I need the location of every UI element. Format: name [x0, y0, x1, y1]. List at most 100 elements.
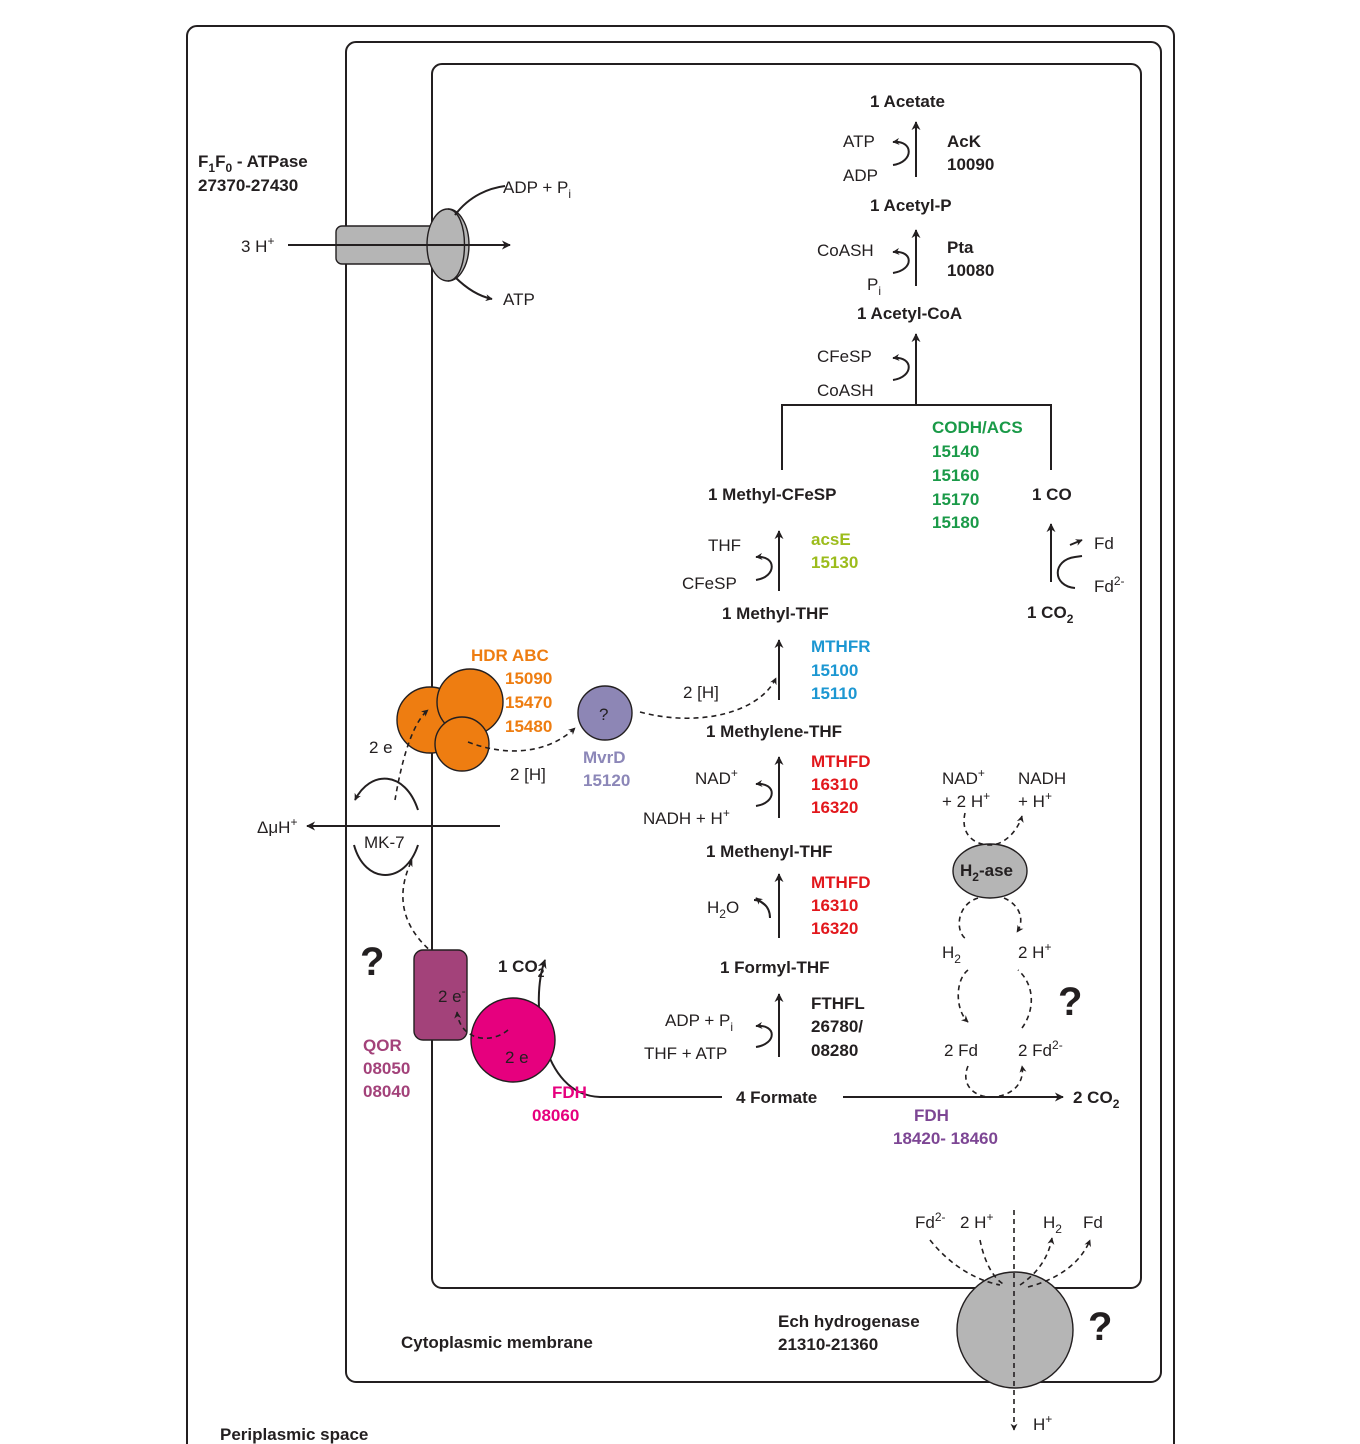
ech-fd2: Fd2- — [915, 1210, 946, 1232]
h2ase-nadh-h: + H+ — [1018, 789, 1052, 811]
mvrd-gene: 15120 — [583, 771, 630, 790]
hdr-gene-3: 15480 — [505, 717, 552, 736]
delta-mu-label: ΔμH+ — [257, 815, 297, 837]
periplasmic-space-label: Periplasmic space — [220, 1425, 368, 1444]
hdr-gene-1: 15090 — [505, 669, 552, 688]
pta-coash: CoASH — [817, 241, 874, 260]
mk7-label: MK-7 — [364, 833, 405, 852]
atpase-adp-label: ADP + Pi — [503, 178, 571, 201]
qor-two-e: 2 e- — [438, 984, 466, 1006]
branch-coash: CoASH — [817, 381, 874, 400]
fthfl-thf-atp: THF + ATP — [644, 1044, 727, 1063]
qor-question: ? — [360, 940, 384, 984]
fdh-mem-two-e: 2 e — [505, 1048, 529, 1067]
ack-atp: ATP — [843, 132, 875, 151]
hdr-two-h: 2 [H] — [510, 765, 546, 784]
fthfl-gene-1: 26780/ — [811, 1017, 863, 1036]
mk7-upper-cycle — [354, 777, 419, 811]
h2ase-2fd: 2 Fd — [944, 1041, 978, 1060]
acse-thf: THF — [708, 536, 741, 555]
mthfd1-gene-2: 16320 — [811, 798, 858, 817]
formyl-thf-label: 1 Formyl-THF — [720, 958, 830, 977]
fd-lower-cycle-left — [957, 969, 969, 1023]
ech-fd: Fd — [1083, 1213, 1103, 1232]
acetyl-coa-label: 1 Acetyl-CoA — [857, 304, 962, 323]
mk7-to-hdr-arrow — [394, 709, 429, 801]
fdh-mem-name: FDH — [552, 1083, 587, 1102]
mthfr-gene-2: 15110 — [811, 684, 857, 703]
acse-gene: 15130 — [811, 553, 858, 572]
qor-gene-2: 08040 — [363, 1082, 410, 1101]
h2ase-2hp: 2 H+ — [1018, 940, 1051, 962]
atpase-title: F1F0 - ATPase — [198, 152, 308, 175]
codh-gene-1: 15140 — [932, 442, 979, 461]
fthfl-name: FTHFL — [811, 994, 865, 1013]
ech-circle — [956, 1271, 1074, 1389]
ack-gene: 10090 — [947, 155, 994, 174]
mthfd2-gene-1: 16310 — [811, 896, 858, 915]
mvrd-circle — [577, 685, 633, 741]
h2ase-2h-cycle — [1003, 897, 1024, 933]
pta-name: Pta — [947, 238, 974, 257]
pta-pi: Pi — [867, 275, 881, 298]
mthfr-gene-1: 15100 — [811, 661, 858, 680]
qor-gene-1: 08050 — [363, 1059, 410, 1078]
mk7-lower-cycle — [353, 844, 419, 876]
mvrd-name: MvrD — [583, 748, 626, 767]
h2ase-nadh: NADH — [1018, 769, 1066, 788]
h2ase-2fd2: 2 Fd2- — [1018, 1038, 1063, 1060]
methylene-thf-label: 1 Methylene-THF — [706, 722, 842, 741]
mthfd1-name: MTHFD — [811, 752, 870, 771]
acetate-label: 1 Acetate — [870, 92, 945, 111]
ech-genes: 21310-21360 — [778, 1335, 878, 1354]
co-label: 1 CO — [1032, 485, 1072, 504]
cytoplasm-box — [431, 63, 1142, 1289]
mthfd2-h2o: H2O — [707, 898, 739, 921]
hdr-to-mvrd-arrow — [467, 727, 576, 752]
h2ase-nad-cycle — [963, 812, 1024, 846]
fdh-mem-circle — [470, 997, 556, 1083]
atpase-atp-label: ATP — [503, 290, 535, 309]
periplasm-box — [186, 25, 1175, 1444]
ech-2h-in — [979, 1239, 1006, 1286]
formate-label: 4 Formate — [736, 1088, 817, 1107]
acetyl-p-label: 1 Acetyl-P — [870, 196, 952, 215]
ack-adp: ADP — [843, 166, 878, 185]
atpase-genes: 27370-27430 — [198, 176, 298, 195]
codh-name: CODH/ACS — [932, 418, 1023, 437]
mthfd2-name: MTHFD — [811, 873, 870, 892]
branch-bracket — [781, 404, 1052, 470]
qor-box — [413, 949, 468, 1041]
pta-gene: 10080 — [947, 261, 994, 280]
mthfr-name: MTHFR — [811, 637, 870, 656]
cytoplasmic-membrane-label: Cytoplasmic membrane — [401, 1333, 593, 1352]
codh-gene-2: 15160 — [932, 466, 979, 485]
h2ase-h2: H2 — [942, 943, 961, 966]
qor-to-mk7-arrow — [402, 859, 443, 961]
branch-cfesp: CFeSP — [817, 347, 872, 366]
hdr-complex — [396, 668, 504, 772]
h2ase-label: H2-ase — [960, 861, 1013, 884]
co2-out-label: 2 CO2 — [1073, 1088, 1120, 1111]
ack-name: AcK — [947, 132, 982, 151]
h2ase-h2-cycle — [958, 897, 979, 941]
mthfd1-nadh: NADH + H+ — [643, 806, 730, 828]
ech-h-out: H+ — [1033, 1412, 1052, 1434]
formate-fd-cycle-left — [965, 1065, 991, 1098]
fdh-cyt-name: FDH — [914, 1106, 949, 1125]
ech-h2: H2 — [1043, 1213, 1062, 1236]
formate-fd-cycle-right — [989, 1065, 1027, 1098]
mthfd2-gene-2: 16320 — [811, 919, 858, 938]
atpase-complex — [288, 185, 511, 302]
acse-cfesp: CFeSP — [682, 574, 737, 593]
acse-name: acsE — [811, 530, 851, 549]
hdr-two-e: 2 e — [369, 738, 393, 757]
mthfr-two-h: 2 [H] — [683, 683, 719, 702]
mvrd-to-mthfr-arrow — [639, 677, 777, 719]
co-fd: Fd — [1094, 534, 1114, 553]
methenyl-thf-label: 1 Methenyl-THF — [706, 842, 833, 861]
fthfl-gene-2: 08280 — [811, 1041, 858, 1060]
mthfd1-nad: NAD+ — [695, 766, 738, 788]
co2-right-label: 1 CO2 — [1027, 603, 1074, 626]
h2ase-nad: NAD+ — [942, 766, 985, 788]
